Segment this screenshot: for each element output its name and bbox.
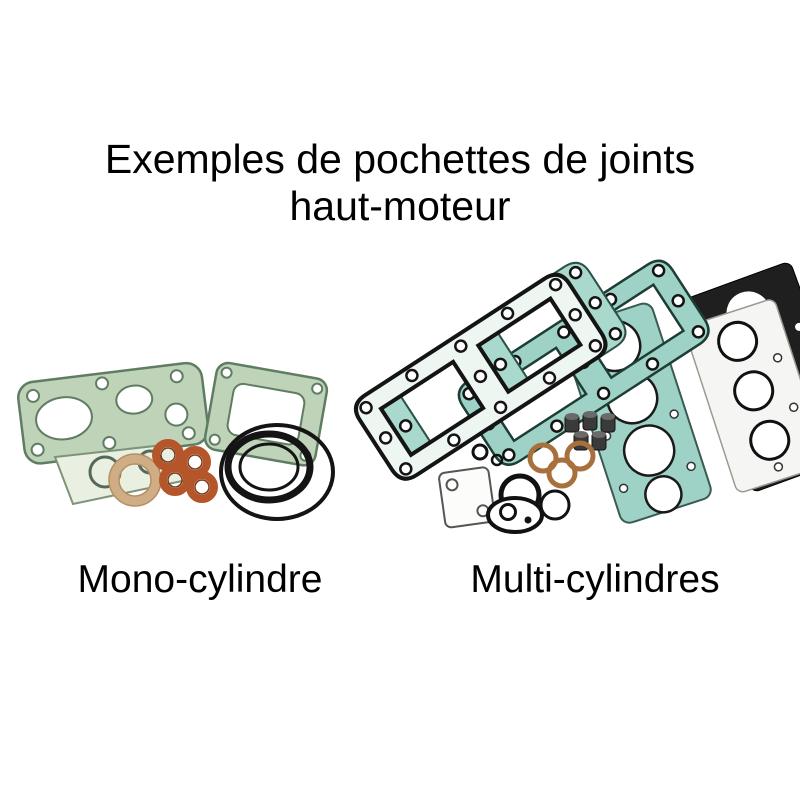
cylinder-base-gasket xyxy=(17,361,210,465)
head-gasket-frame xyxy=(203,361,329,467)
multi-cylindres-label: Multi-cylindres xyxy=(470,558,720,601)
figure-title: Exemples de pochettes de joints haut-mot… xyxy=(0,136,800,230)
figure-title-line1: Exemples de pochettes de joints xyxy=(104,136,696,182)
o-rings xyxy=(219,423,335,521)
small-o-rings xyxy=(471,443,571,521)
valve-cover-gasket-black-outline xyxy=(348,266,614,487)
oval-cover-gasket xyxy=(486,496,544,534)
figure-title-line2: haut-moteur xyxy=(289,183,511,229)
valve-stem-seals xyxy=(564,411,616,451)
small-plate-gasket xyxy=(438,466,496,529)
metal-head-gasket xyxy=(684,299,800,493)
copper-washers xyxy=(152,439,218,503)
mono-cylinder-gasket-illustration xyxy=(17,361,335,521)
mono-cylindre-label: Mono-cylindre xyxy=(77,558,323,601)
brass-washers xyxy=(527,440,596,489)
multi-cylinder-gasket-illustration xyxy=(348,253,800,534)
